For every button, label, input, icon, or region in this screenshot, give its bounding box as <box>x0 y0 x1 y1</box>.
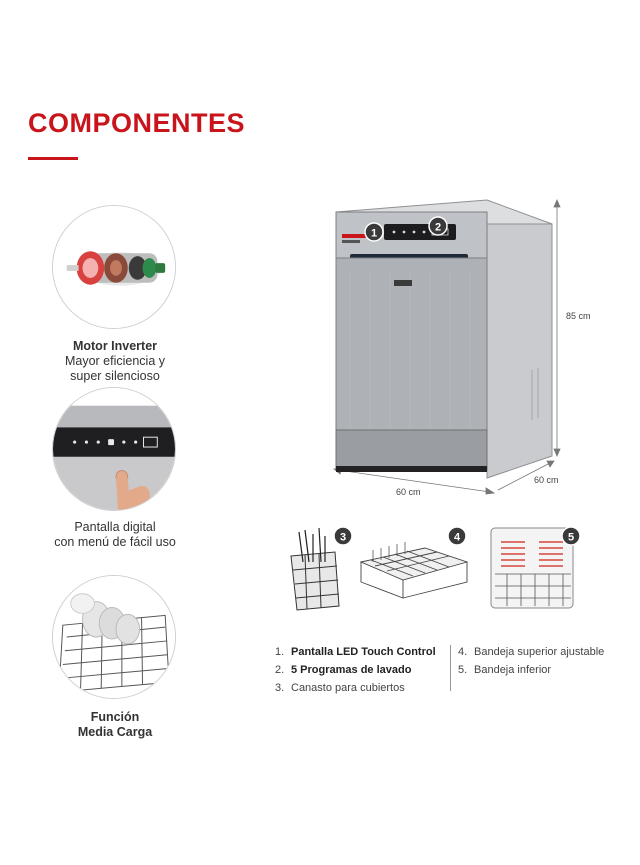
legend-num: 4. <box>458 646 468 658</box>
feature-title: Función <box>90 710 140 724</box>
components-legend-left: 1. Pantalla LED Touch Control 2. 5 Program… <box>275 643 436 697</box>
legend-item: 5. Bandeja inferior <box>458 661 604 679</box>
title-underline <box>28 157 78 160</box>
feature-desc-line: Pantalla digital <box>74 520 156 534</box>
components-legend-right: 4. Bandeja superior ajustable 5. Bandeja i… <box>458 643 604 679</box>
motor-inverter-image <box>52 205 176 329</box>
legend-label: 5 Programas de lavado <box>291 664 412 676</box>
feature-desc-line: con menú de fácil uso <box>54 535 176 549</box>
legend-label: Canasto para cubiertos <box>291 682 405 694</box>
upper-rack-image: 4 <box>355 522 470 612</box>
height-dimension: 85 cm <box>566 311 591 321</box>
feature-text-motor: Motor Inverter Mayor eficiencia y super … <box>20 339 210 384</box>
legend-item: 2. 5 Programas de lavado <box>275 661 436 679</box>
feature-title: Motor Inverter <box>72 339 158 353</box>
legend-item: 4. Bandeja superior ajustable <box>458 643 604 661</box>
legend-num: 1. <box>275 646 285 658</box>
legend-num: 3. <box>275 682 285 694</box>
touch-display-image <box>52 387 176 511</box>
cutlery-basket-image: 3 <box>285 522 355 612</box>
depth-dimension: 60 cm <box>534 475 559 485</box>
legend-num: 5. <box>458 664 468 676</box>
feature-desc-line: super silencioso <box>70 369 160 383</box>
legend-label: Bandeja inferior <box>474 664 552 676</box>
dishwasher-image: 1 2 <box>290 190 630 510</box>
badge-2: 2 <box>435 222 441 234</box>
page-title: COMPONENTES <box>28 108 246 138</box>
width-dimension: 60 cm <box>396 487 421 497</box>
feature-text-display: Pantalla digital con menú de fácil uso <box>20 520 210 550</box>
legend-num: 2. <box>275 664 285 676</box>
legend-label: Pantalla LED Touch Control <box>291 646 436 658</box>
badge-1: 1 <box>371 228 377 240</box>
legend-divider <box>450 645 451 691</box>
half-load-rack-image <box>52 575 176 699</box>
legend-item: 3. Canasto para cubiertos <box>275 679 436 697</box>
feature-text-half-load: Función Media Carga <box>20 710 210 740</box>
badge-4: 4 <box>454 532 461 544</box>
legend-label: Bandeja superior ajustable <box>474 646 605 658</box>
badge-5: 5 <box>568 532 574 544</box>
feature-desc-line: Mayor eficiencia y <box>64 354 166 368</box>
lower-rack-image: 5 <box>485 522 580 612</box>
badge-3: 3 <box>340 532 346 544</box>
legend-item: 1. Pantalla LED Touch Control <box>275 643 436 661</box>
feature-title-line: Media Carga <box>77 725 153 739</box>
